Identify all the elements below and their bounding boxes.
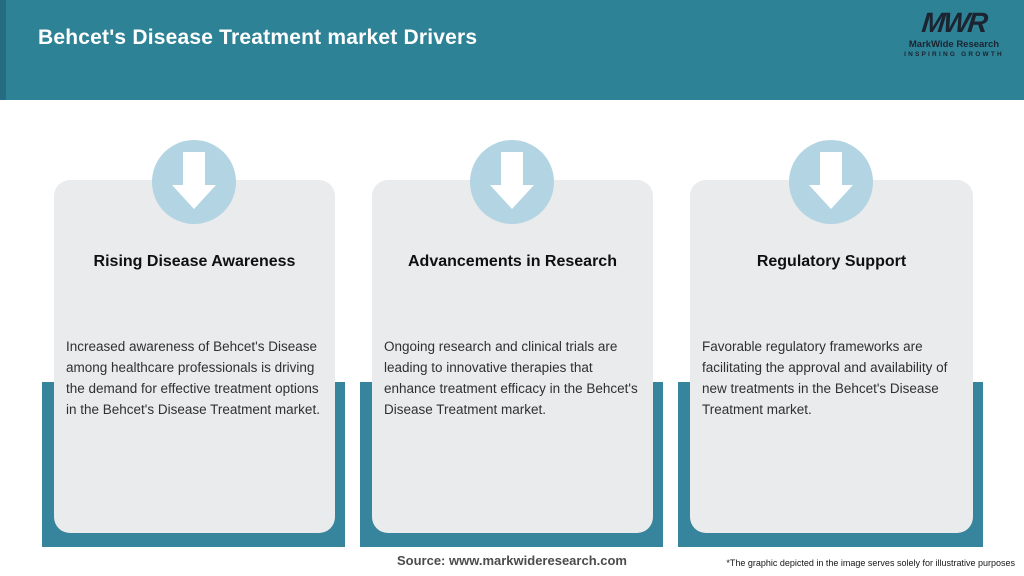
header-bar: Behcet's Disease Treatment market Driver… (0, 0, 1024, 100)
mwr-logo-icon: MWR (920, 7, 988, 38)
driver-card-rising-awareness: Rising Disease Awareness Increased aware… (42, 140, 345, 547)
card-title: Advancements in Research (408, 253, 617, 270)
arrow-badge (151, 140, 236, 224)
card-body: Regulatory Support Favorable regulatory … (690, 180, 973, 533)
card-title: Regulatory Support (756, 253, 907, 270)
card-description: Ongoing research and clinical trials are… (384, 339, 638, 417)
down-arrow-icon (489, 152, 534, 209)
down-arrow-icon (808, 152, 853, 209)
card-body: Rising Disease Awareness Increased aware… (54, 180, 335, 533)
logo-tagline: INSPIRING GROWTH (904, 51, 1004, 58)
markwide-logo: MWR MarkWide Research INSPIRING GROWTH (904, 7, 1004, 59)
page-title: Behcet's Disease Treatment market Driver… (38, 26, 478, 49)
card-description: Favorable regulatory frameworks are faci… (702, 339, 948, 417)
source-text: Source: www.markwideresearch.com (396, 553, 627, 568)
driver-card-regulatory-support: Regulatory Support Favorable regulatory … (678, 140, 983, 547)
disclaimer-text: *The graphic depicted in the image serve… (726, 558, 1015, 568)
card-title: Rising Disease Awareness (93, 253, 296, 270)
down-arrow-icon (171, 152, 216, 209)
logo-name: MarkWide Research (908, 39, 1000, 50)
card-body: Advancements in Research Ongoing researc… (372, 180, 653, 533)
header-left-edge (0, 0, 6, 100)
arrow-badge (788, 140, 873, 224)
driver-card-advancements-research: Advancements in Research Ongoing researc… (360, 140, 663, 547)
card-description: Increased awareness of Behcet's Disease … (66, 339, 320, 417)
arrow-badge (469, 140, 554, 224)
